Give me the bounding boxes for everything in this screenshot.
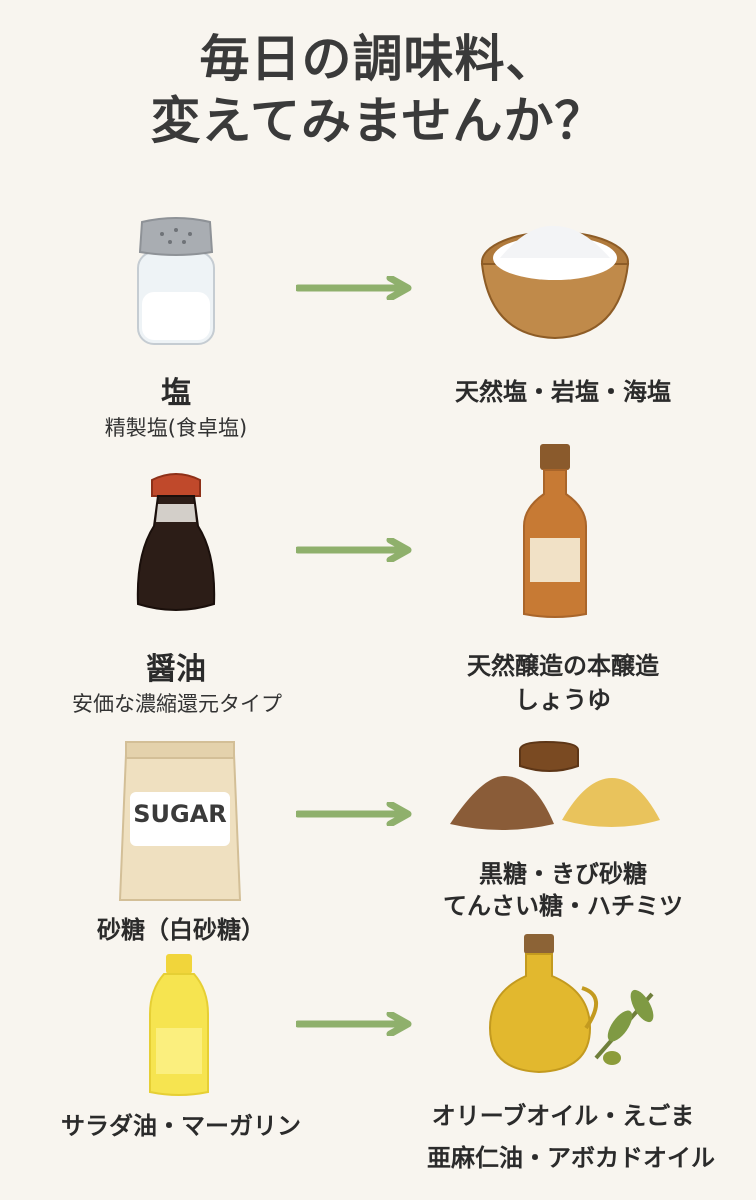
salt-from-label: 塩 (161, 376, 191, 411)
oil-to-label-1: オリーブオイル・えごま (431, 1102, 695, 1130)
soy-from-sub: 安価な濃縮還元タイプ (72, 692, 282, 716)
sugar-varieties-icon (450, 740, 660, 830)
sugar-from-label: 砂糖（白砂糖） (97, 916, 265, 944)
title-line-2: 変えてみませんか？ (150, 92, 606, 150)
sugar-to-label-1: 黒糖・きび砂糖 (479, 860, 647, 888)
sugar-to-label-2: てんさい糖・ハチミツ (443, 892, 683, 920)
soy-to-label-2: しょうゆ (515, 686, 611, 714)
soy-sauce-bottle-icon (523, 444, 587, 618)
title-line-1: 毎日の調味料、 (199, 30, 557, 88)
soy-from-label: 醤油 (146, 652, 206, 687)
salt-from-sub: 精製塩(食卓塩) (104, 416, 248, 440)
arrow-right-icon (296, 276, 412, 300)
salad-oil-bottle-icon (149, 954, 209, 1096)
arrow-right-icon (296, 802, 412, 826)
arrow-right-icon (296, 1012, 412, 1036)
arrow-right-icon (296, 538, 412, 562)
page-title: 毎日の調味料、 変えてみませんか？ (0, 28, 756, 152)
soy-sauce-dispenser-icon (136, 473, 216, 611)
soy-to-label-1: 天然醸造の本醸造 (467, 652, 659, 680)
sugar-bag-icon (118, 741, 242, 901)
salt-bowl-icon (480, 225, 630, 340)
salt-shaker-icon (137, 217, 215, 345)
olive-oil-jar-icon (488, 934, 654, 1074)
oil-from-label: サラダ油・マーガリン (61, 1112, 301, 1140)
oil-to-label-2: 亜麻仁油・アボカドオイル (427, 1144, 715, 1172)
sugar-bag-text: SUGAR (133, 800, 227, 828)
salt-to-label: 天然塩・岩塩・海塩 (455, 378, 671, 406)
